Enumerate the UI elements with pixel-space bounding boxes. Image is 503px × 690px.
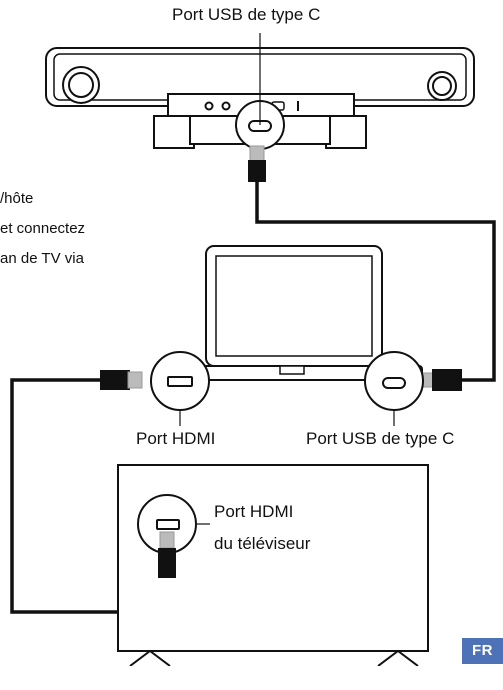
connection-diagram: [10, 33, 496, 666]
camera-bar: [45, 33, 475, 150]
laptop-usb-port-label: Port USB de type C: [306, 429, 455, 448]
laptop-hdmi-port-label: Port HDMI: [136, 429, 216, 448]
side-text-line-1: /hôte: [0, 190, 34, 207]
side-text-line-2: et connectez: [0, 220, 86, 237]
tv-hdmi-port-label-line1: Port HDMI: [214, 502, 294, 521]
laptop: [165, 245, 423, 381]
camera-usb-port-label: Port USB de type C: [172, 5, 321, 24]
page-number-badge: FR 15: [462, 638, 503, 685]
side-text-line-3: an de TV via: [0, 250, 84, 267]
tv-hdmi-port-label-line2: du téléviseur: [214, 534, 311, 553]
usb-cable: [255, 180, 496, 382]
